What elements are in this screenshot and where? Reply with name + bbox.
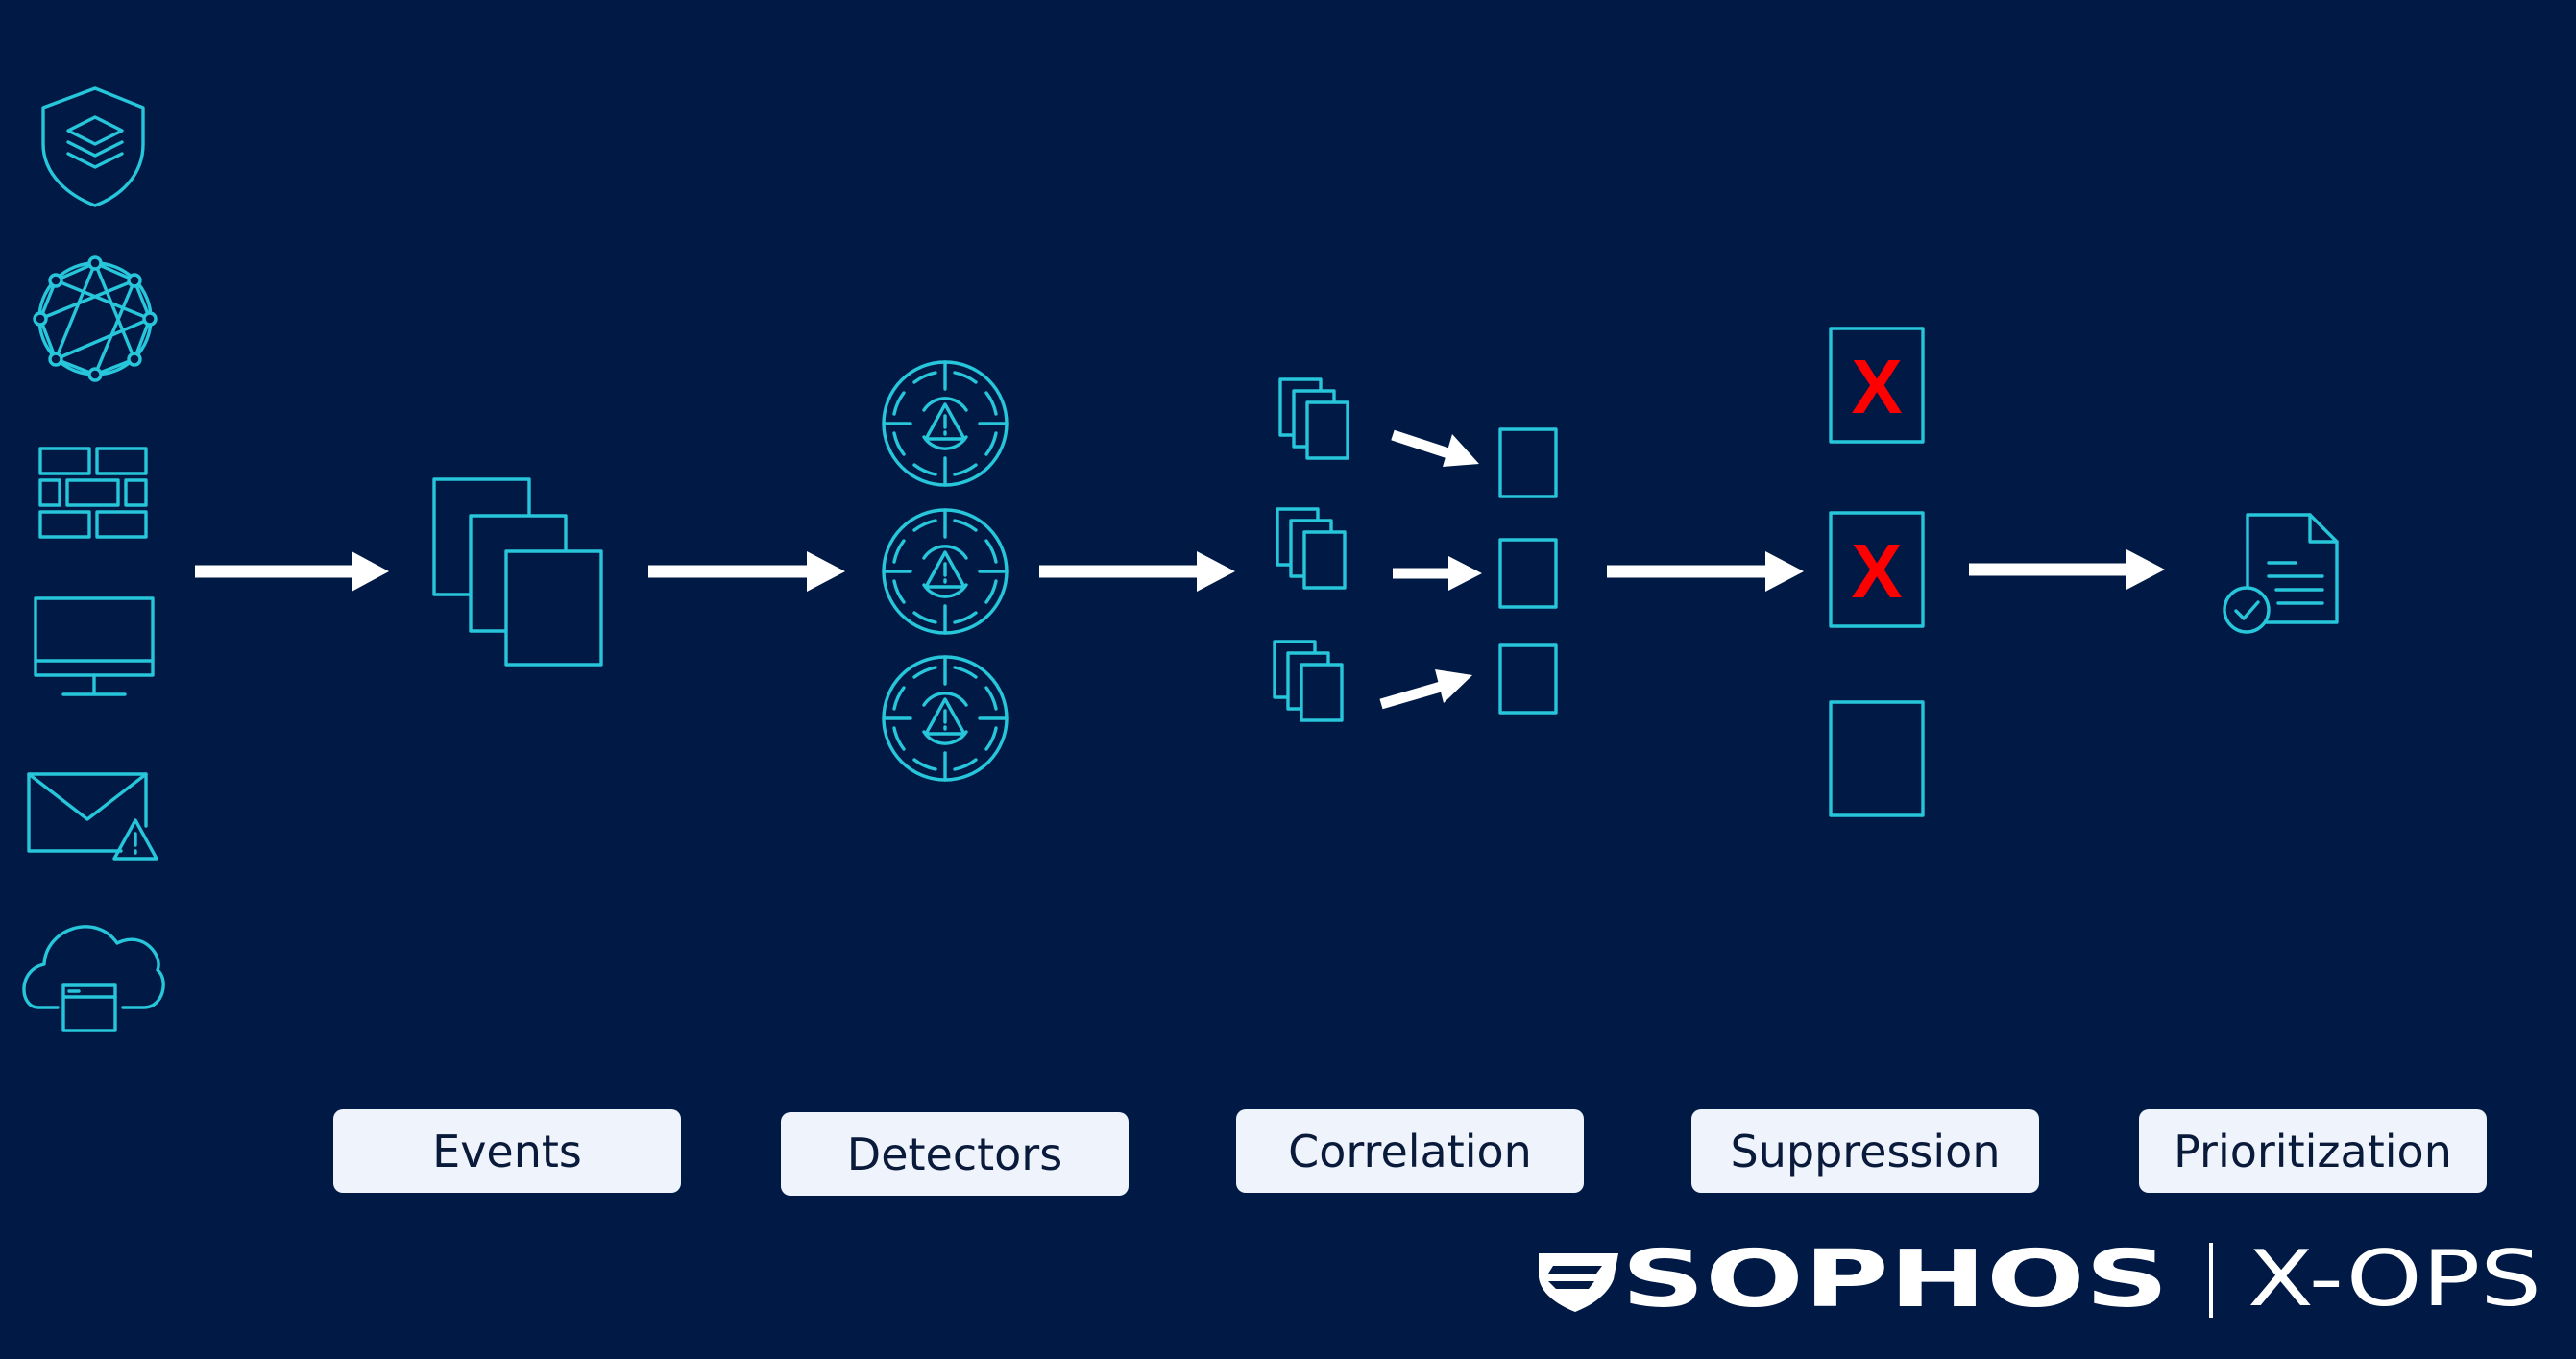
flow-arrow <box>195 551 389 592</box>
brand-product-text: X-OPS <box>2248 1234 2541 1323</box>
stage-label-correlation: Correlation <box>1236 1109 1584 1193</box>
network-globe-icon <box>33 255 158 382</box>
shield-layers-icon <box>41 86 145 207</box>
suppressed-case-icon: X <box>1829 327 1925 444</box>
case-box <box>1829 700 1925 817</box>
monitor-icon <box>34 596 155 696</box>
flow-arrow <box>1969 549 2165 590</box>
suppressed-case-icon: X <box>1829 511 1925 628</box>
stage-label-prioritization: Prioritization <box>2139 1109 2487 1193</box>
stage-label-detectors: Detectors <box>781 1112 1129 1196</box>
cloud-app-icon <box>22 925 165 1032</box>
verified-document-icon <box>2223 513 2339 634</box>
stage-label-events: Events <box>333 1109 681 1193</box>
target-alert-icon <box>882 508 1009 635</box>
stage-label-suppression: Suppression <box>1691 1109 2039 1193</box>
documents-to-cases-icon <box>1273 377 1558 722</box>
suppressed-mark: X <box>1851 344 1902 429</box>
suppressed-mark: X <box>1851 528 1902 614</box>
stacked-documents-icon <box>432 477 603 667</box>
target-alert-icon <box>882 655 1009 782</box>
flow-arrow <box>1607 551 1804 592</box>
firewall-icon <box>38 447 148 539</box>
email-alert-icon <box>27 772 158 861</box>
flow-arrow <box>648 551 845 592</box>
target-alert-icon <box>882 360 1009 487</box>
flow-arrow <box>1039 551 1235 592</box>
brand-logo-text: SOPHOS <box>1621 1234 2169 1325</box>
sophos-shield-icon <box>1539 1253 1618 1312</box>
